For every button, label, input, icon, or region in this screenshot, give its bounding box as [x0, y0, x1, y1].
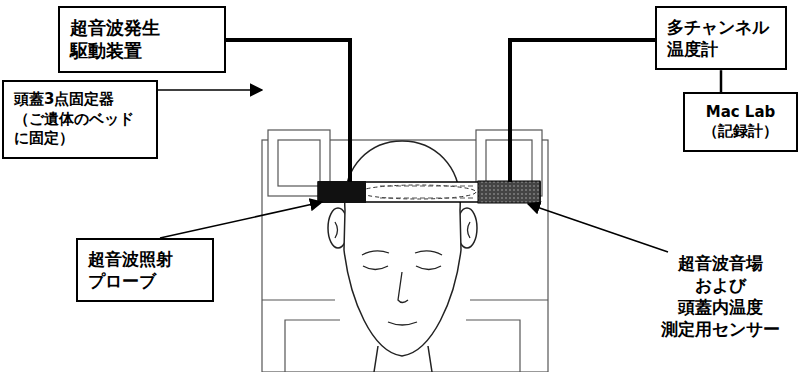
box-label: 超音波発生 駆動装置 [70, 16, 170, 63]
callout-box: 超音波照射 プローブ [76, 238, 214, 302]
box-label: 多チャンネル 温度計 [667, 16, 779, 60]
device-box: 超音波発生 駆動装置 [58, 6, 226, 73]
sensor-label: 超音波音場 および 頭蓋内温度 測定用センサー [650, 252, 790, 340]
device-box: 頭蓋3点固定器 （ご遺体のベッド に固定） [2, 80, 158, 159]
face [335, 222, 470, 325]
box-label: 超音波照射 プローブ [88, 248, 198, 292]
sensor-block [478, 181, 540, 203]
signal-line [720, 70, 723, 92]
skull-fixator-frame [262, 130, 548, 372]
box-label: Mac Lab （記録計） [693, 103, 788, 142]
cable [226, 40, 655, 182]
leader-arrow [157, 90, 668, 252]
device-box: Mac Lab （記録計） [683, 92, 798, 152]
box-label: 頭蓋3点固定器 （ご遺体のベッド に固定） [14, 90, 150, 149]
probe-block [318, 181, 366, 203]
device-box: 多チャンネル 温度計 [655, 6, 787, 70]
ultrasound-band [318, 181, 540, 203]
